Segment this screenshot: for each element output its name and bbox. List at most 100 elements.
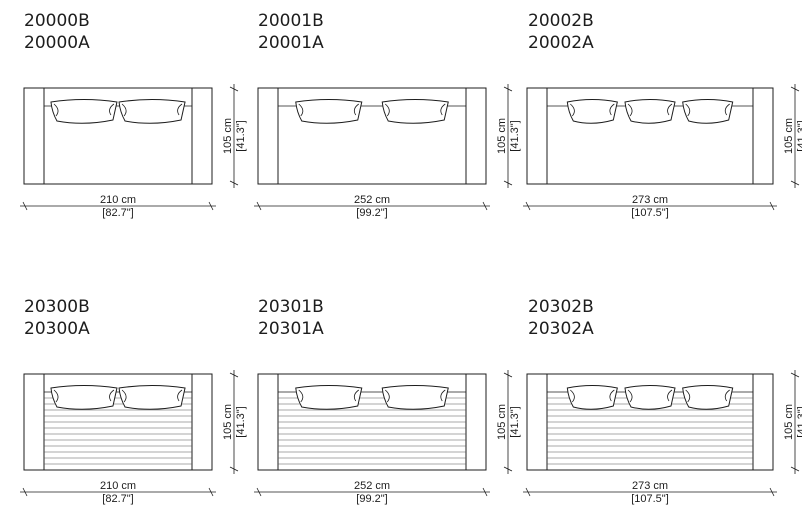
cushion-fold — [109, 103, 115, 116]
width-label: 273 cm — [632, 480, 668, 492]
model-code-a: 20302A — [528, 319, 594, 339]
dimension-tick — [256, 487, 262, 497]
cushion-fold — [685, 389, 691, 403]
model-code-a: 20300A — [24, 319, 90, 339]
model-code-block: 20302B 20302A — [528, 296, 594, 340]
model-code-block: 20000B 20000A — [24, 10, 90, 54]
cushion-fold — [298, 103, 304, 117]
sofa-plan: 252 cm[99.2"]105 cm[41.3"] — [254, 370, 521, 505]
dimension-tick — [790, 86, 800, 92]
depth-inch-label: [41.3"] — [509, 406, 521, 437]
model-code-block: 20001B 20001A — [258, 10, 324, 54]
depth-label: 105 cm — [222, 404, 234, 440]
model-code-block: 20300B 20300A — [24, 296, 90, 340]
dimension-tick — [503, 86, 513, 92]
cushion-fold — [353, 103, 359, 116]
sofa-plan: 210 cm[82.7"]105 cm[41.3"] — [20, 84, 247, 219]
width-inch-label: [107.5"] — [631, 493, 669, 505]
model-code-b: 20301B — [258, 297, 324, 317]
model-code-block: 20301B 20301A — [258, 296, 324, 340]
width-inch-label: [107.5"] — [631, 207, 669, 219]
cushion-fold — [177, 389, 183, 402]
sofa-outline — [257, 87, 487, 185]
cushion-fold — [724, 103, 730, 116]
cushion-shape — [295, 385, 363, 410]
cushion-fold — [627, 389, 633, 403]
dimension-tick — [208, 487, 214, 497]
sofa-plan: 252 cm[99.2"]105 cm[41.3"] — [254, 84, 521, 219]
cushion-shape — [682, 99, 734, 124]
cushion-fold — [177, 103, 183, 116]
cushion-fold — [609, 103, 615, 116]
depth-label: 105 cm — [783, 118, 795, 154]
depth-inch-label: [41.3"] — [235, 120, 247, 151]
sofa-plan: 273 cm[107.5"] 105 cm[41.3"] — [523, 84, 802, 219]
dimension-tick — [503, 180, 513, 186]
cushion-fold — [724, 389, 730, 402]
cushion-shape — [50, 99, 118, 124]
cushion-shape — [295, 99, 363, 124]
model-code-a: 20301A — [258, 319, 324, 339]
cushion-shape — [118, 99, 186, 124]
cushion-shape — [118, 385, 186, 410]
cushion-fold — [298, 389, 304, 403]
cushion-shape — [566, 385, 618, 410]
cushion-fold — [570, 389, 575, 403]
depth-label: 105 cm — [496, 404, 508, 440]
cushion-fold — [53, 389, 59, 403]
depth-label: 105 cm — [783, 404, 795, 440]
depth-inch-label: [41.3"] — [235, 406, 247, 437]
dimension-tick — [503, 466, 513, 472]
cushion-fold — [440, 103, 446, 116]
cushion-fold — [667, 103, 673, 116]
dimension-tick — [525, 201, 531, 211]
dimension-tick — [790, 372, 800, 378]
cushion-shape — [566, 99, 618, 124]
cushion-fold — [121, 389, 127, 403]
depth-inch-label: [41.3"] — [796, 120, 802, 151]
width-inch-label: [82.7"] — [102, 207, 133, 219]
cushion-fold — [440, 389, 446, 402]
dimension-tick — [790, 466, 800, 472]
cushion-fold — [53, 103, 59, 117]
width-label: 252 cm — [354, 194, 390, 206]
cushion-fold — [685, 103, 691, 117]
model-code-b: 20001B — [258, 11, 324, 31]
model-code-a: 20001A — [258, 33, 324, 53]
dimension-tick — [503, 372, 513, 378]
cushion-fold — [353, 389, 359, 402]
dimension-tick — [256, 201, 262, 211]
width-inch-label: [82.7"] — [102, 493, 133, 505]
dimension-tick — [482, 201, 488, 211]
model-code-a: 20002A — [528, 33, 594, 53]
model-code-b: 20000B — [24, 11, 90, 31]
width-inch-label: [99.2"] — [356, 207, 387, 219]
depth-inch-label: [41.3"] — [509, 120, 521, 151]
model-code-block: 20002B 20002A — [528, 10, 594, 54]
cushion-shape — [624, 385, 676, 410]
depth-inch-label: [41.3"] — [796, 406, 802, 437]
dimension-tick — [229, 180, 239, 186]
cushion-shape — [624, 99, 676, 124]
dimension-tick — [482, 487, 488, 497]
cushion-shape — [381, 385, 449, 410]
model-code-b: 20300B — [24, 297, 90, 317]
dimension-tick — [229, 466, 239, 472]
model-code-a: 20000A — [24, 33, 90, 53]
dimension-tick — [22, 201, 28, 211]
dimension-tick — [525, 487, 531, 497]
width-label: 273 cm — [632, 194, 668, 206]
dimension-tick — [790, 180, 800, 186]
cushion-shape — [381, 99, 449, 124]
model-code-b: 20302B — [528, 297, 594, 317]
cushion-shape — [50, 385, 118, 410]
cushion-fold — [609, 389, 615, 402]
cushion-fold — [384, 389, 390, 403]
cushion-fold — [570, 103, 575, 117]
width-label: 252 cm — [354, 480, 390, 492]
width-label: 210 cm — [100, 480, 136, 492]
dimension-tick — [769, 201, 775, 211]
cushion-fold — [121, 103, 127, 117]
